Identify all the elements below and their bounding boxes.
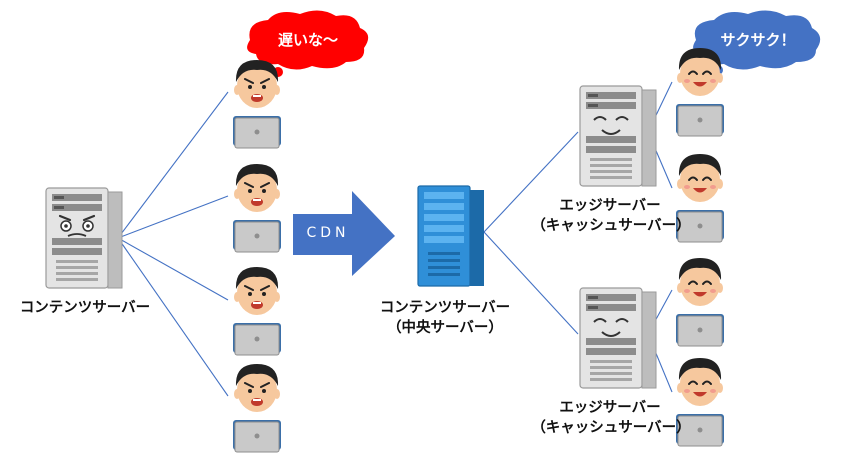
edge-server-sublabel: （キャッシュサーバー） [531,420,691,436]
blue-server-icon [417,185,484,287]
frustrated-user-icon [233,60,281,148]
angry-server-icon [45,187,123,289]
happy-user-icon [676,48,724,136]
origin-server-label: コンテンツサーバー [19,300,151,316]
edge-server-label: エッジサーバー [559,400,661,416]
slow-bubble-text: 遅いな～ [277,31,338,49]
cdn-arrow-label: CDN [306,225,350,241]
link-line [117,195,229,239]
origin-links [117,91,229,397]
happy-server-icon [579,85,657,187]
fast-bubble-text: サクサク！ [720,31,796,49]
link-line [483,231,579,335]
cdn-arrow [293,191,395,276]
edge-server-sublabel: （キャッシュサーバー） [531,218,691,234]
edge-server-label: エッジサーバー [559,198,661,214]
central-server-label: コンテンツサーバー [379,300,511,316]
link-line [117,91,229,239]
link-line [117,237,229,397]
central-links [483,131,579,335]
frustrated-user-icon [233,267,281,355]
central-server-sublabel: （中央サーバー） [387,320,503,336]
frustrated-user-icon [233,364,281,452]
link-line [117,237,229,301]
link-line [483,131,579,233]
happy-user-icon [676,258,724,346]
frustrated-user-icon [233,164,281,252]
happy-server-icon [579,287,657,389]
